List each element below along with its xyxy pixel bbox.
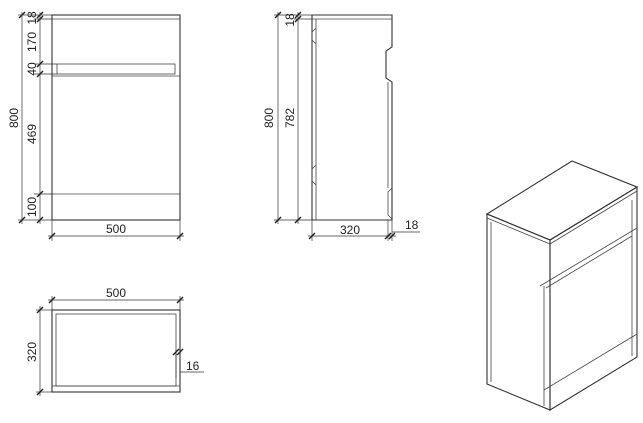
side-dim-320: 320 bbox=[340, 223, 360, 237]
side-view: 800 18 782 320 18 bbox=[262, 11, 420, 241]
front-dim-40: 40 bbox=[25, 62, 39, 76]
dim-tick bbox=[172, 348, 180, 356]
front-view-outline bbox=[51, 14, 181, 221]
side-view-plinth-notch bbox=[387, 187, 393, 220]
front-dim-500: 500 bbox=[106, 222, 126, 236]
side-dim-782: 782 bbox=[283, 108, 297, 128]
plan-view-outline bbox=[51, 309, 181, 393]
dim-tick bbox=[36, 388, 44, 396]
dim-tick bbox=[308, 232, 316, 240]
dim-tick bbox=[36, 306, 44, 314]
iso-door-edge bbox=[545, 235, 633, 289]
dim-tick bbox=[48, 296, 56, 304]
plan-dim-320: 320 bbox=[25, 342, 39, 362]
side-dim-800: 800 bbox=[262, 108, 276, 128]
dim-tick bbox=[18, 11, 26, 19]
dim-tick bbox=[36, 11, 44, 19]
front-dim-170: 170 bbox=[25, 32, 39, 52]
plan-dim-500: 500 bbox=[106, 286, 126, 300]
iso-drawer-line bbox=[539, 227, 638, 287]
dim-tick bbox=[36, 15, 44, 23]
dim-tick bbox=[294, 216, 302, 224]
isometric-view bbox=[485, 160, 639, 411]
front-dim-100: 100 bbox=[25, 197, 39, 217]
plan-dim-16: 16 bbox=[186, 359, 200, 373]
iso-plinth-line bbox=[543, 333, 638, 391]
iso-top-edge bbox=[486, 217, 551, 245]
iso-right-face bbox=[549, 186, 638, 411]
dim-tick bbox=[176, 296, 184, 304]
dim-tick bbox=[36, 70, 44, 78]
dim-tick bbox=[176, 348, 184, 356]
dim-tick bbox=[294, 11, 302, 19]
dim-tick bbox=[388, 232, 396, 240]
dim-tick bbox=[36, 60, 44, 68]
iso-top-edge bbox=[549, 190, 638, 245]
plan-view-inner bbox=[55, 313, 177, 387]
iso-left-face bbox=[486, 213, 551, 411]
side-dim-back-18: 18 bbox=[405, 218, 419, 232]
dim-tick bbox=[274, 11, 282, 19]
dim-tick bbox=[384, 232, 392, 240]
dim-tick bbox=[274, 216, 282, 224]
dim-tick bbox=[36, 190, 44, 198]
dim-tick bbox=[294, 15, 302, 23]
front-dim-469: 469 bbox=[25, 124, 39, 144]
side-view-hinge-bottom bbox=[311, 164, 317, 186]
front-view: 18 170 40 469 100 800 500 bbox=[7, 11, 184, 241]
dim-tick bbox=[176, 232, 184, 240]
front-dim-800: 800 bbox=[7, 108, 21, 128]
dim-tick bbox=[48, 232, 56, 240]
side-view-outline bbox=[311, 14, 393, 221]
side-view-hinge-top bbox=[311, 27, 317, 45]
front-view-handle-rail bbox=[56, 63, 176, 75]
dim-tick bbox=[36, 216, 44, 224]
front-dim-18: 18 bbox=[25, 11, 39, 25]
side-dim-18: 18 bbox=[283, 13, 297, 27]
dim-tick bbox=[18, 216, 26, 224]
plan-view: 500 320 16 bbox=[25, 286, 204, 396]
